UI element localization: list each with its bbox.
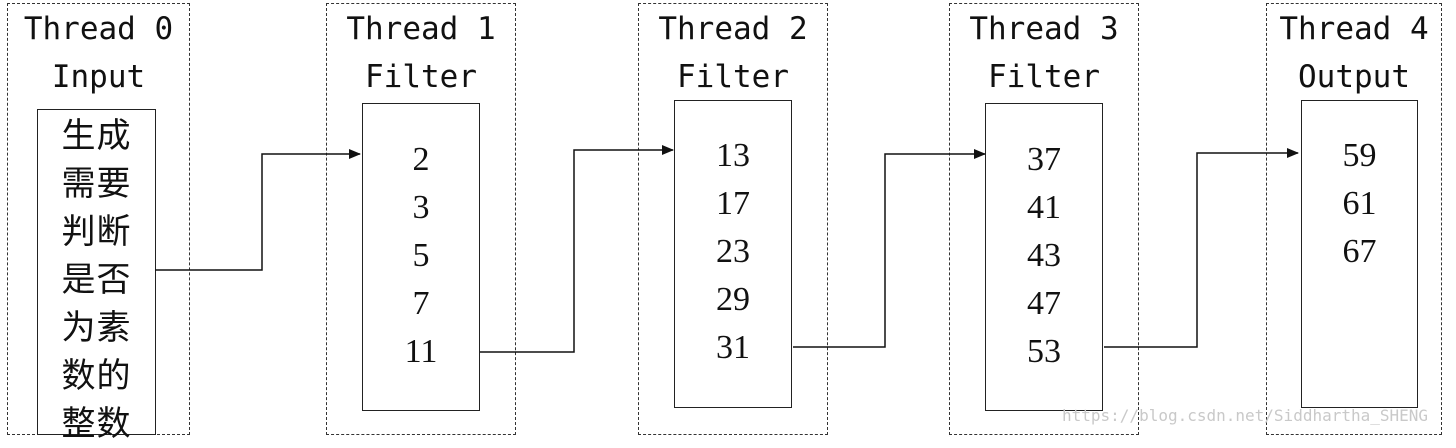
filter-3-box: 37 41 43 47 53 [985, 103, 1103, 411]
number-item: 29 [716, 281, 750, 318]
thread-3-container: Thread 3 Filter 37 41 43 47 53 [949, 3, 1139, 435]
thread-3-title: Thread 3 [969, 11, 1119, 47]
filter-1-numbers: 2 3 5 7 11 [363, 136, 479, 376]
thread-4-role: Output [1298, 59, 1410, 95]
number-item: 61 [1342, 185, 1377, 222]
number-item: 3 [412, 189, 430, 226]
watermark: https://blog.csdn.net/Siddhartha_SHENG [1062, 406, 1429, 425]
number-item: 67 [1342, 233, 1377, 270]
number-item: 13 [716, 137, 750, 174]
connector-arrow [793, 149, 986, 348]
number-item: 17 [716, 185, 750, 222]
thread-4-container: Thread 4 Output 59 61 67 [1266, 3, 1442, 435]
input-box: 生成需要判断是否为素数的整数 [37, 109, 156, 444]
thread-2-container: Thread 2 Filter 13 17 23 29 31 [638, 3, 828, 435]
filter-1-box: 2 3 5 7 11 [362, 103, 480, 411]
thread-2-title: Thread 2 [658, 11, 808, 47]
thread-0-role: Input [51, 59, 146, 95]
number-item: 5 [412, 237, 430, 274]
number-item: 11 [404, 333, 438, 370]
connector-arrow [155, 149, 361, 271]
output-box: 59 61 67 [1301, 100, 1418, 408]
number-item: 37 [1027, 141, 1061, 178]
pipeline-diagram: Thread 0 Input 生成需要判断是否为素数的整数 Thread 1 F… [7, 3, 1442, 444]
thread-0-title: Thread 0 [23, 11, 174, 47]
thread-1-container: Thread 1 Filter 2 3 5 7 11 [326, 3, 516, 435]
output-numbers: 59 61 67 [1302, 132, 1417, 276]
number-item: 41 [1027, 189, 1061, 226]
connector-arrow [1104, 148, 1299, 348]
filter-3-numbers: 37 41 43 47 53 [986, 136, 1102, 376]
number-item: 23 [716, 233, 750, 270]
number-item: 2 [412, 141, 430, 178]
filter-2-numbers: 13 17 23 29 31 [675, 132, 791, 372]
input-description: 生成需要判断是否为素数的整数 [61, 116, 132, 444]
number-item: 43 [1027, 237, 1061, 274]
connector-wires [155, 145, 1299, 353]
number-item: 59 [1342, 137, 1377, 174]
filter-2-box: 13 17 23 29 31 [674, 100, 792, 408]
thread-3-role: Filter [988, 59, 1100, 95]
number-item: 7 [412, 285, 430, 322]
number-item: 31 [716, 329, 750, 366]
thread-1-role: Filter [365, 59, 477, 95]
connector-arrow [480, 145, 674, 353]
thread-1-title: Thread 1 [346, 11, 496, 47]
thread-0-container: Thread 0 Input 生成需要判断是否为素数的整数 [7, 3, 190, 444]
number-item: 47 [1027, 285, 1061, 322]
number-item: 53 [1027, 333, 1061, 370]
thread-4-title: Thread 4 [1279, 11, 1429, 47]
thread-2-role: Filter [677, 59, 789, 95]
